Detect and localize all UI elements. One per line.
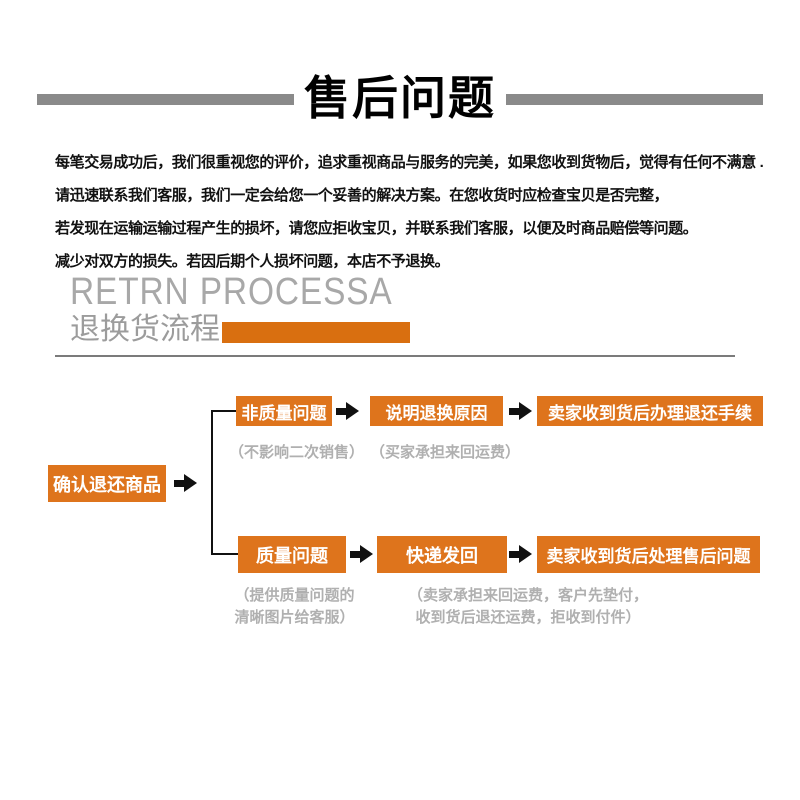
note-line: 收到货后退还运费，拒收到付件） — [415, 609, 641, 626]
intro-line: 请迅速联系我们客服，我们一定会给您一个妥善的解决方案。在您收货时应检查宝贝是否完… — [55, 187, 669, 204]
section-heading: RETRN PROCESSA 退换货流程 — [70, 272, 437, 346]
branch-connector-bottom — [211, 553, 239, 555]
note-line: （卖家承担来回运费，客户先垫付， — [407, 587, 648, 604]
flow-node-seller-refund-procedure: 卖家收到货后办理退还手续 — [537, 396, 763, 426]
arrow-head — [519, 402, 532, 420]
arrow-shaft — [174, 479, 184, 487]
flow-node-explain-reason: 说明退换原因 — [370, 396, 503, 426]
arrow-right-icon — [509, 545, 532, 563]
note-line: 清晰图片给客服） — [234, 609, 355, 626]
arrow-shaft — [509, 550, 519, 558]
return-process-flowchart: 确认退还商品 非质量问题 说明退换原因 卖家收到货后办理退还手续 （不影响二次销… — [0, 380, 800, 680]
accent-bar — [222, 322, 410, 343]
row2-note-shipping-refund: （卖家承担来回运费，客户先垫付， 收到货后退还运费，拒收到付件） — [398, 585, 658, 629]
arrow-head — [184, 474, 197, 492]
note-line: （提供质量问题的 — [234, 587, 355, 604]
flow-node-express-return: 快递发回 — [377, 536, 507, 573]
note-buyer-pays-shipping: （买家承担来回运费） — [370, 444, 521, 461]
intro-line: 若发现在运输运输过程产生的损坏，请您应拒收宝贝，并联系我们客服，以便及时商品赔偿… — [55, 220, 698, 237]
arrow-head — [519, 545, 532, 563]
branch-connector-vertical — [211, 410, 213, 555]
header-bar-left — [37, 93, 294, 105]
branch-connector-top — [211, 410, 237, 412]
intro-line: 每笔交易成功后，我们很重视您的评价，追求重视商品与服务的完美，如果您收到货物后，… — [55, 154, 764, 171]
arrow-right-icon — [509, 402, 532, 420]
flow-node-confirm-return: 确认退还商品 — [48, 465, 166, 502]
arrow-head — [360, 545, 373, 563]
page-header: 售后问题 — [0, 62, 800, 128]
section-title-zh: 退换货流程 — [70, 313, 220, 346]
divider-rule — [55, 355, 735, 357]
arrow-right-icon — [336, 402, 359, 420]
arrow-right-icon — [350, 545, 373, 563]
arrow-right-icon — [174, 474, 197, 492]
flow-node-non-quality-issue: 非质量问题 — [236, 396, 332, 426]
section-title-row: 退换货流程 — [70, 314, 437, 346]
note-no-resale-impact: （不影响二次销售） — [229, 444, 365, 461]
arrow-head — [346, 402, 359, 420]
arrow-shaft — [336, 407, 346, 415]
page-title: 售后问题 — [304, 72, 496, 124]
intro-line: 减少对双方的损失。若因后期个人损坏问题，本店不予退换。 — [55, 253, 450, 270]
flow-node-quality-issue: 质量问题 — [238, 536, 346, 573]
header-bar-right — [506, 93, 763, 105]
intro-paragraph: 每笔交易成功后，我们很重视您的评价，追求重视商品与服务的完美，如果您收到货物后，… — [55, 146, 770, 278]
row1-note: （不影响二次销售） （买家承担来回运费） — [229, 441, 520, 462]
flow-node-seller-aftersales-handling: 卖家收到货后处理售后问题 — [537, 536, 760, 573]
arrow-shaft — [509, 407, 519, 415]
arrow-shaft — [350, 550, 360, 558]
row2-note-quality-photos: （提供质量问题的 清晰图片给客服） — [222, 585, 367, 629]
section-title-en: RETRN PROCESSA — [70, 271, 393, 313]
